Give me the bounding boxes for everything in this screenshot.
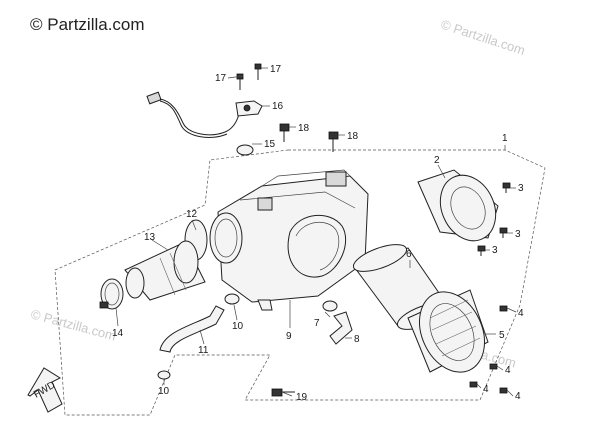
callout-1: 1 xyxy=(502,133,508,144)
callout-13: 13 xyxy=(144,232,156,243)
callout-11: 11 xyxy=(198,345,209,356)
bolt-19 xyxy=(271,388,295,397)
watermark-bottom-left: © Partzilla.com xyxy=(29,306,118,343)
screw-4b xyxy=(489,363,498,370)
callout-15: 15 xyxy=(264,139,276,150)
watermark-main: © Partzilla.com xyxy=(30,15,145,34)
air-box-housing-9 xyxy=(209,169,369,311)
screw-3c xyxy=(477,245,486,256)
callout-6: 6 xyxy=(406,249,412,260)
screw-3a xyxy=(502,182,511,193)
callout-10a: 10 xyxy=(232,321,244,332)
callout-16: 16 xyxy=(272,101,284,112)
intake-duct-13 xyxy=(124,240,206,301)
callout-19: 19 xyxy=(296,392,308,403)
callout-9: 9 xyxy=(286,331,292,342)
callout-12: 12 xyxy=(186,209,198,220)
callout-17a: 17 xyxy=(215,73,227,84)
callout-3b: 3 xyxy=(515,229,521,240)
callout-2: 2 xyxy=(434,155,440,166)
drain-hose-11 xyxy=(159,305,225,353)
callout-17b: 17 xyxy=(270,64,282,75)
assembly-boundary xyxy=(54,149,546,416)
leader-lines xyxy=(115,67,517,397)
callout-8: 8 xyxy=(354,334,360,345)
sensor-bracket-16 xyxy=(235,100,263,117)
screw-4a xyxy=(499,305,508,312)
screw-4d xyxy=(499,387,508,394)
hose-clamp-10b xyxy=(157,370,171,380)
callout-numbers: 1 2 3 3 3 4 4 4 4 5 6 7 8 9 10 10 11 12 … xyxy=(112,64,524,403)
callout-18b: 18 xyxy=(347,131,359,142)
fwd-direction-arrow: FWD xyxy=(27,367,63,413)
callout-14: 14 xyxy=(112,328,124,339)
bolt-18b xyxy=(328,131,339,152)
inlet-cover-2 xyxy=(417,169,499,242)
hose-clamp-7 xyxy=(322,300,338,312)
clamp-14 xyxy=(99,278,124,310)
callout-3a: 3 xyxy=(518,183,524,194)
callout-4d: 4 xyxy=(515,391,521,402)
callout-18a: 18 xyxy=(298,123,310,134)
screw-3b xyxy=(499,227,508,238)
callout-10b: 10 xyxy=(158,386,170,397)
sensor-wire xyxy=(146,91,241,138)
filter-cage-5 xyxy=(407,289,489,373)
bolt-18a xyxy=(279,123,290,142)
callout-4c: 4 xyxy=(483,384,489,395)
hose-clamp-10a xyxy=(224,293,240,305)
drain-hose-8 xyxy=(329,311,353,345)
screw-4c xyxy=(469,381,478,388)
callout-5: 5 xyxy=(499,330,505,341)
screw-17b xyxy=(254,63,262,80)
callout-4b: 4 xyxy=(505,365,511,376)
watermark-top-right: © Partzilla.com xyxy=(439,17,527,58)
callout-7: 7 xyxy=(314,318,320,329)
callout-3c: 3 xyxy=(492,245,498,256)
grommet-15 xyxy=(236,144,254,156)
callout-4a: 4 xyxy=(518,308,524,319)
